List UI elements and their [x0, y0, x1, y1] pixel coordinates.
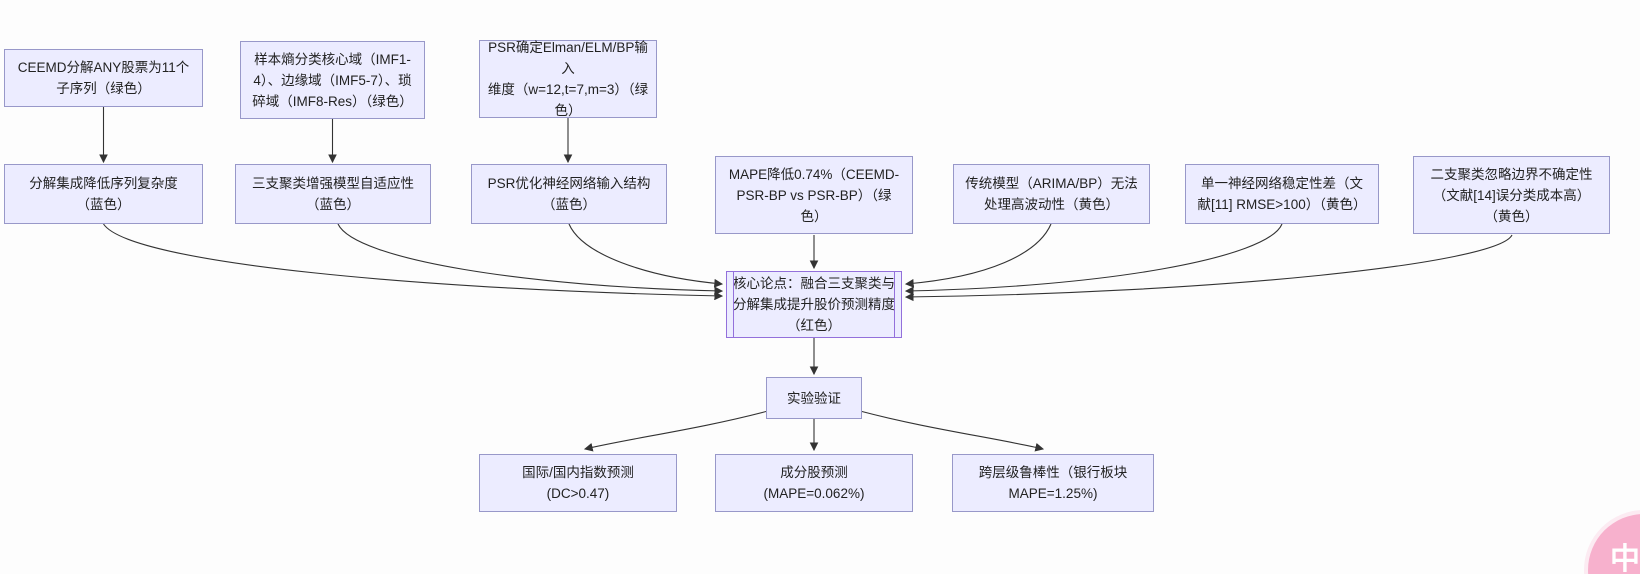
node-mape-improve: MAPE降低0.74%（CEEMD- PSR-BP vs PSR-BP）（绿 色…: [715, 156, 913, 234]
edge-experiment-validation-to-index-prediction: [583, 410, 769, 452]
node-three-way-adaptivity: 三支聚类增强模型自适应性 （蓝色）: [235, 164, 431, 224]
edge-three-way-adaptivity-to-core-thesis: [337, 223, 724, 296]
node-core-thesis: 核心论点：融合三支聚类与 分解集成提升股价预测精度 （红色）: [726, 271, 902, 338]
edge-decompose-complexity-to-core-thesis: [103, 223, 724, 301]
edge-single-nn-unstable-to-core-thesis: [904, 223, 1283, 296]
node-decompose-complexity: 分解集成降低序列复杂度 （蓝色）: [4, 164, 203, 224]
edge-psr-structure-to-core-thesis: [568, 223, 724, 288]
node-sample-entropy: 样本熵分类核心域（IMF1- 4）、边缘域（IMF5-7）、琐 碎域（IMF8-…: [240, 41, 425, 119]
node-index-prediction: 国际/国内指数预测 (DC>0.47): [479, 454, 677, 512]
node-psr-dimension: PSR确定Elman/ELM/BP输入 维度（w=12,t=7,m=3）（绿 色…: [479, 40, 657, 118]
edge-two-way-limit-to-core-thesis: [904, 234, 1513, 302]
edge-group: [99, 107, 1513, 452]
edge-traditional-limit-to-core-thesis: [904, 223, 1052, 288]
node-traditional-limit: 传统模型（ARIMA/BP）无法 处理高波动性（黄色）: [953, 164, 1150, 224]
node-robustness: 跨层级鲁棒性（银行板块 MAPE=1.25%): [952, 454, 1154, 512]
edge-experiment-validation-to-robustness: [859, 410, 1045, 452]
node-psr-structure: PSR优化神经网络输入结构 （蓝色）: [471, 164, 667, 224]
node-experiment-validation: 实验验证: [766, 377, 862, 419]
node-stock-prediction: 成分股预测 (MAPE=0.062%): [715, 454, 913, 512]
node-two-way-limit: 二支聚类忽略边界不确定性 （文献[14]误分类成本高） （黄色）: [1413, 156, 1610, 234]
node-ceemd-decompose: CEEMD分解ANY股票为11个 子序列（绿色）: [4, 49, 203, 107]
translate-icon: 中A: [1610, 543, 1640, 574]
node-single-nn-unstable: 单一神经网络稳定性差（文 献[11] RMSE>100）（黄色）: [1185, 164, 1379, 224]
